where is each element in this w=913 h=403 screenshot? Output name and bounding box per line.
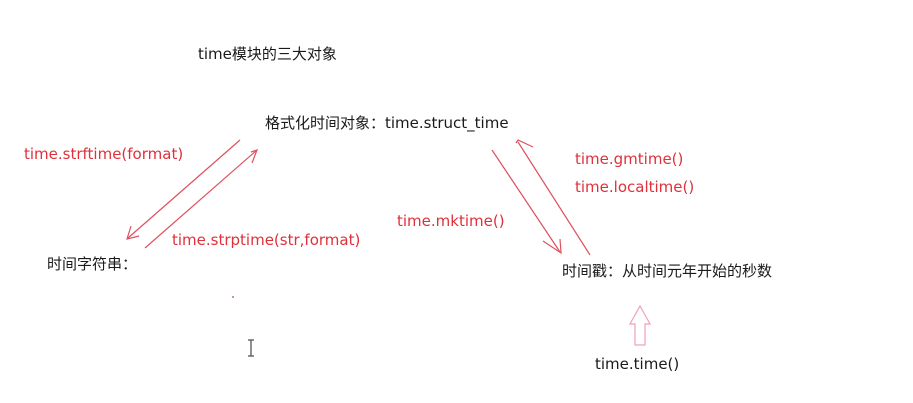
stray-dot — [232, 296, 234, 298]
edge-label-localtime: time.localtime() — [575, 178, 695, 196]
edge-label-gmtime: time.gmtime() — [575, 150, 684, 168]
edge-label-strptime: time.strptime(str,format) — [172, 231, 361, 249]
diagram-title: time模块的三大对象 — [198, 45, 337, 63]
edge-label-time: time.time() — [595, 355, 680, 373]
mktime-arrow-icon — [491, 149, 562, 255]
hollow-up-arrow-icon — [628, 304, 652, 346]
node-struct-time: 格式化时间对象：time.struct_time — [265, 114, 509, 132]
node-timestamp: 时间戳：从时间元年开始的秒数 — [562, 262, 773, 280]
text-cursor-icon — [248, 339, 254, 357]
node-time-string: 时间字符串： — [47, 255, 138, 273]
edge-label-strftime: time.strftime(format) — [24, 145, 184, 163]
edge-label-mktime: time.mktime() — [397, 212, 505, 230]
